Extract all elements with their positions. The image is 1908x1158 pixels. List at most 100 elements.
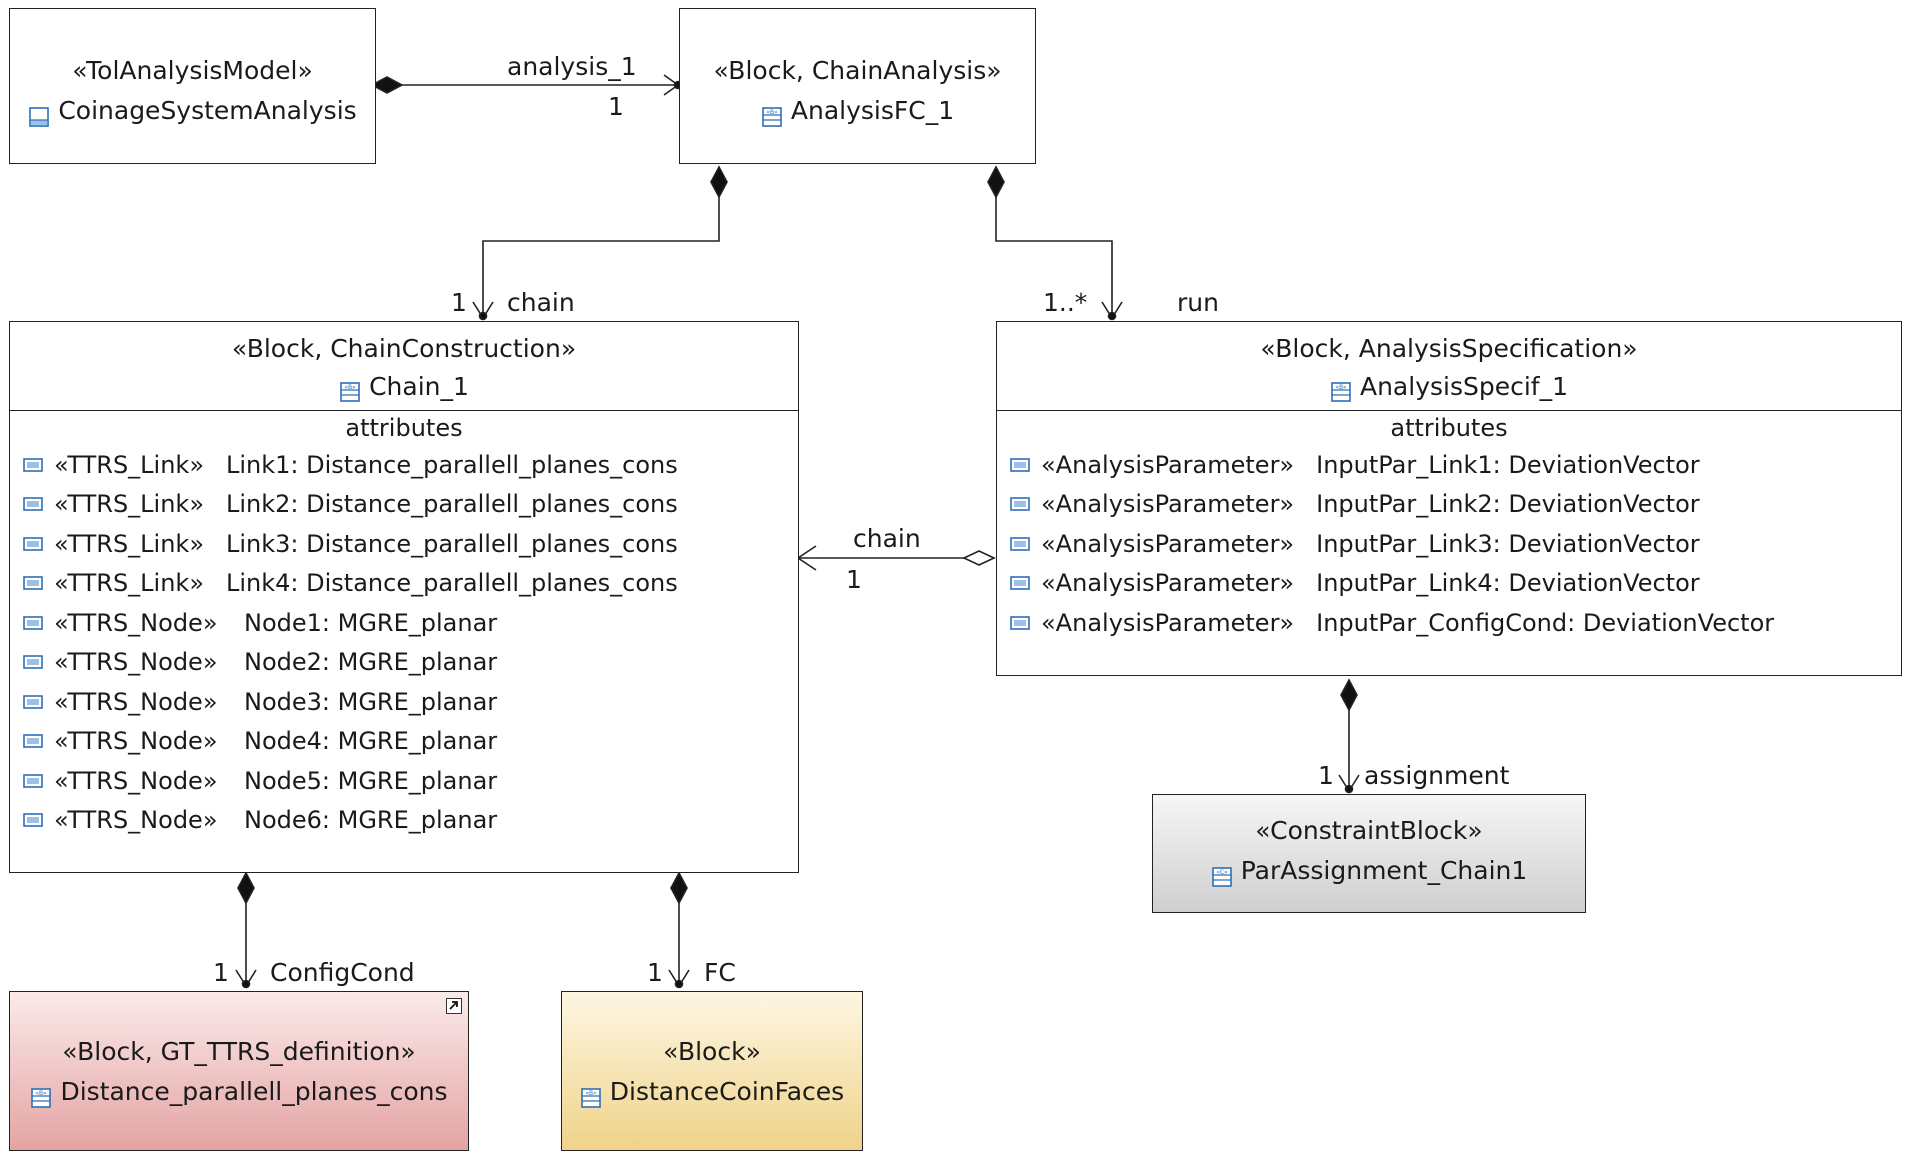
association-end-dot [1107, 311, 1117, 321]
multiplicity-label: 1 [846, 565, 862, 594]
attribute-stereotype: «TTRS_Node» [54, 687, 218, 716]
node-stereotype: «Block» [663, 1037, 761, 1066]
node-name: AnalysisSpecif_1 [1359, 372, 1569, 401]
constraint-block[interactable]: «ConstraintBlock» «C» ParAssignment_Chai… [1152, 794, 1586, 913]
multiplicity-label: 1 [608, 92, 624, 121]
node-stereotype: «TolAnalysisModel» [72, 56, 313, 85]
attribute-row[interactable]: «TTRS_Link» Link3: Distance_parallell_pla… [10, 524, 798, 564]
chain-analysis-block[interactable]: «Block, ChainAnalysis» «B» AnalysisFC_1 [679, 8, 1036, 164]
attribute-text: Node4: MGRE_planar [244, 727, 498, 756]
role-label: ConfigCond [270, 958, 415, 987]
svg-text:«B»: «B» [585, 1090, 597, 1097]
constraint-block-icon: «C» [1211, 860, 1233, 887]
attribute-stereotype: «AnalysisParameter» [1041, 529, 1295, 558]
distance-coin-faces-block[interactable]: «Block» «B» DistanceCoinFaces [561, 991, 863, 1151]
attribute-stereotype: «TTRS_Node» [54, 766, 218, 795]
attribute-stereotype: «TTRS_Node» [54, 727, 218, 756]
attribute-row[interactable]: «TTRS_Link»Link4: Distance_parallell_pla… [10, 564, 798, 604]
attribute-text: Node5: MGRE_planar [244, 766, 498, 795]
block-icon: «B» [1330, 376, 1352, 402]
attribute-list: «TTRS_Link» Link1: Distance_parallell_pla… [10, 445, 798, 840]
attribute-row[interactable]: «TTRS_Link»Link2: Distance_parallell_pla… [10, 485, 798, 525]
attribute-row[interactable]: «TTRS_Link»Link1: Distance_parallell_pla… [10, 445, 798, 485]
attribute-text: InputPar_Link1: DeviationVector [1316, 450, 1700, 479]
tol-analysis-model-node[interactable]: «TolAnalysisModel» CoinageSystemAnalysis [9, 8, 376, 164]
attribute-stereotype: «TTRS_Node» [54, 608, 218, 637]
analysis-specification-block[interactable]: «Block, AnalysisSpecification» «B» Analy… [996, 321, 1902, 676]
attribute-stereotype: «AnalysisParameter» [1041, 569, 1295, 598]
property-icon [22, 809, 44, 831]
attribute-stereotype: «TTRS_Link» [54, 529, 205, 558]
attribute-row[interactable]: «TTRS_Node» Node4: MGRE_planar [10, 722, 798, 762]
association-end-dot [1344, 784, 1354, 794]
chain-construction-block[interactable]: «Block, ChainConstruction» «B» Chain_1 a… [9, 321, 799, 873]
attribute-text: Link1: Distance_parallell_planes_cons [226, 450, 678, 479]
property-icon [22, 651, 44, 673]
attribute-row[interactable]: «TTRS_Node» Node5: MGRE_planar [10, 761, 798, 801]
svg-text:«B»: «B» [1335, 384, 1347, 391]
node-stereotype: «ConstraintBlock» [1255, 816, 1483, 845]
attribute-row[interactable]: «AnalysisParameter» InputPar_Link1: Devia… [997, 445, 1901, 485]
attribute-stereotype: «AnalysisParameter» [1041, 490, 1295, 519]
property-icon [1009, 572, 1031, 594]
run-composition-line [995, 167, 1113, 320]
attribute-row[interactable]: «AnalysisParameter» InputPar_ConfigCond: … [997, 603, 1901, 643]
association-end-dot [478, 311, 488, 321]
attribute-row[interactable]: «AnalysisParameter» InputPar_Link2: Devia… [997, 485, 1901, 525]
attribute-stereotype: «TTRS_Node» [54, 806, 218, 835]
association-end-dot [674, 979, 684, 989]
attribute-list: «AnalysisParameter» InputPar_Link1: Devia… [997, 445, 1901, 643]
attribute-row[interactable]: «TTRS_Node»Node2: MGRE_planar [10, 643, 798, 683]
svg-text:«C»: «C» [1216, 869, 1228, 876]
node-stereotype: «Block, ChainAnalysis» [713, 56, 1002, 85]
compartment-title: attributes [1390, 414, 1508, 442]
block-icon: «B» [339, 376, 361, 402]
attribute-stereotype: «TTRS_Link» [54, 569, 205, 598]
attribute-text: Link2: Distance_parallell_planes_cons [226, 490, 678, 519]
role-label: analysis_1 [507, 52, 637, 81]
property-icon [22, 770, 44, 792]
role-label: chain [853, 524, 921, 553]
attribute-row[interactable]: «AnalysisParameter»InputPar_Link3: Devia… [997, 524, 1901, 564]
property-icon [22, 493, 44, 515]
role-label: run [1177, 288, 1219, 317]
block-icon: «B» [761, 100, 783, 127]
composition-diamond [237, 871, 255, 905]
attribute-row[interactable]: «TTRS_Node» Node1: MGRE_planar [10, 603, 798, 643]
attribute-text: InputPar_ConfigCond: DeviationVector [1316, 608, 1775, 637]
attribute-text: InputPar_Link2: DeviationVector [1316, 490, 1700, 519]
attribute-row[interactable]: «AnalysisParameter»InputPar_Link4: Devia… [997, 564, 1901, 604]
package-icon [28, 100, 50, 127]
node-name: ParAssignment_Chain1 [1240, 856, 1528, 885]
node-name: CoinageSystemAnalysis [58, 96, 357, 125]
property-icon [1009, 493, 1031, 515]
shortcut-arrow-icon[interactable] [446, 998, 462, 1014]
multiplicity-label: 1..* [1043, 288, 1088, 317]
association-end-dot [241, 979, 251, 989]
node-stereotype: «Block, AnalysisSpecification» [1260, 334, 1638, 363]
attribute-text: Node1: MGRE_planar [244, 608, 498, 637]
svg-text:«B»: «B» [766, 109, 778, 116]
attribute-text: Link3: Distance_parallell_planes_cons [226, 529, 678, 558]
attribute-stereotype: «AnalysisParameter» [1041, 608, 1295, 637]
aggregation-diamond [962, 550, 996, 566]
node-name: DistanceCoinFaces [609, 1077, 845, 1106]
property-icon [1009, 454, 1031, 476]
block-icon: «B» [580, 1081, 602, 1108]
property-icon [22, 612, 44, 634]
node-stereotype: «Block, GT_TTRS_definition» [62, 1037, 416, 1066]
attribute-text: Node6: MGRE_planar [244, 806, 498, 835]
multiplicity-label: 1 [451, 288, 467, 317]
gt-ttrs-definition-block[interactable]: «Block, GT_TTRS_definition» «B» Distance… [9, 991, 469, 1151]
role-label: FC [704, 958, 736, 987]
property-icon [22, 730, 44, 752]
property-icon [1009, 612, 1031, 634]
node-stereotype: «Block, ChainConstruction» [231, 334, 577, 363]
attribute-text: Node2: MGRE_planar [244, 648, 498, 677]
composition-diamond [670, 871, 688, 905]
attribute-row[interactable]: «TTRS_Node»Node3: MGRE_planar [10, 682, 798, 722]
property-icon [22, 572, 44, 594]
attribute-row[interactable]: «TTRS_Node» Node6: MGRE_planar [10, 801, 798, 841]
attribute-stereotype: «AnalysisParameter» [1041, 450, 1295, 479]
